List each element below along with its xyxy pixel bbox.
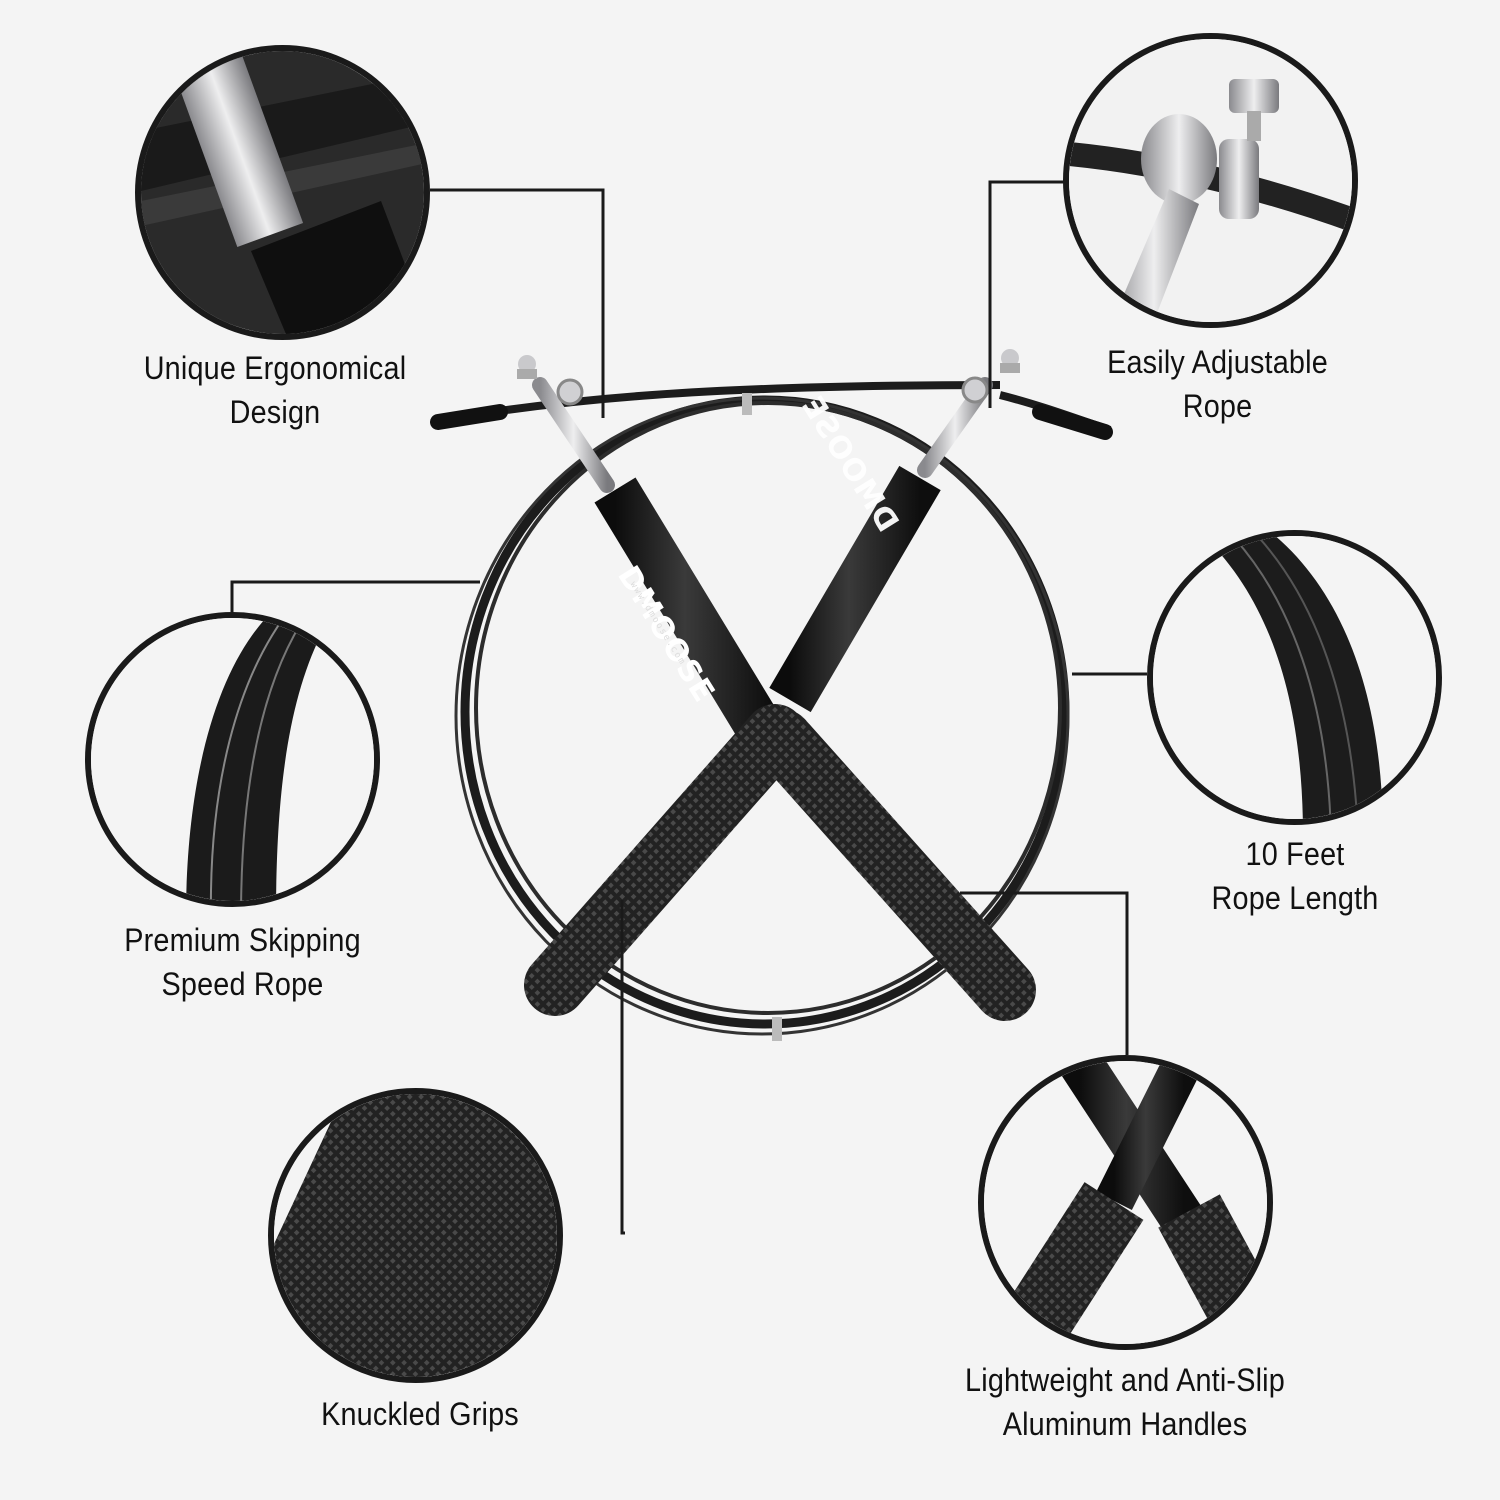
callout-ergonomic-design — [135, 45, 430, 340]
label-rope-length: 10 Feet Rope Length — [1160, 832, 1430, 920]
left-handle — [517, 355, 1036, 1021]
rope-coil — [454, 395, 1070, 1036]
label-line2: Rope — [1182, 388, 1253, 424]
label-adjustable-rope: Easily Adjustable Rope — [1058, 340, 1378, 428]
label-line1: 10 Feet — [1245, 836, 1345, 872]
label-line1: Easily Adjustable — [1107, 344, 1328, 380]
label-line1: Knuckled Grips — [321, 1396, 519, 1432]
cable-coil-icon — [1153, 536, 1436, 819]
connector-lines — [230, 180, 1147, 1235]
adjustment-screw-icon — [1069, 39, 1352, 322]
label-line1: Lightweight and Anti-Slip — [965, 1362, 1285, 1398]
label-line2: Aluminum Handles — [1002, 1406, 1248, 1442]
label-speed-rope: Premium Skipping Speed Rope — [87, 918, 398, 1006]
right-handle — [524, 349, 1020, 1016]
callout-adjustable-rope — [1063, 33, 1358, 328]
swivel-bearing-icon — [141, 51, 424, 334]
label-ergonomic-design: Unique Ergonomical Design — [118, 346, 433, 434]
crossed-handles-icon — [984, 1061, 1267, 1344]
label-aluminum-handles: Lightweight and Anti-Slip Aluminum Handl… — [936, 1358, 1314, 1446]
label-line2: Speed Rope — [161, 966, 324, 1002]
label-line2: Rope Length — [1211, 880, 1379, 916]
label-line1: Premium Skipping — [124, 922, 361, 958]
label-line1: Unique Ergonomical — [143, 350, 407, 386]
label-line2: Design — [229, 394, 321, 430]
knurled-texture-icon — [274, 1094, 557, 1377]
callout-aluminum-handles — [978, 1055, 1273, 1350]
callout-speed-rope — [85, 612, 380, 907]
label-knuckled-grips: Knuckled Grips — [281, 1392, 560, 1436]
cable-icon — [91, 618, 374, 901]
callout-rope-length — [1147, 530, 1442, 825]
callout-knuckled-grips — [268, 1088, 563, 1383]
